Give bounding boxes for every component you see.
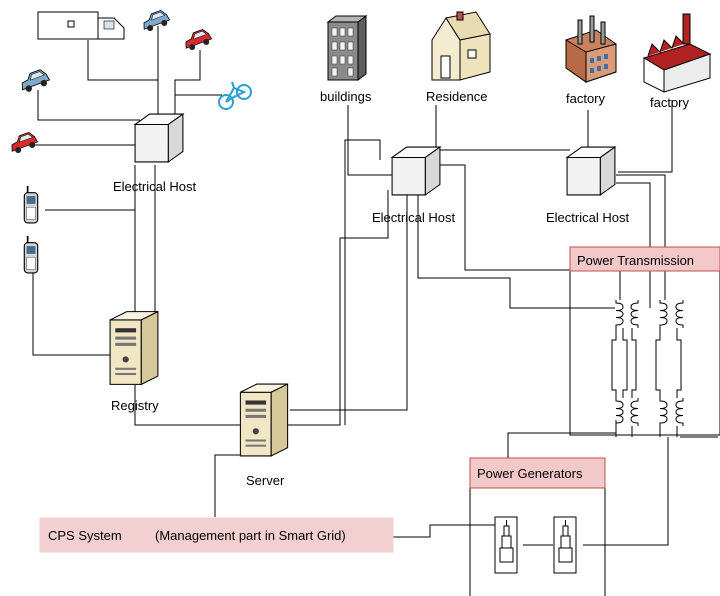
server-icon xyxy=(239,383,289,457)
car-icon xyxy=(7,130,40,156)
server-label: Server xyxy=(246,473,285,488)
phone-icon xyxy=(23,236,39,274)
buildings-label: buildings xyxy=(320,89,372,104)
car-icon xyxy=(181,27,214,53)
cps-system-box: CPS System (Management part in Smart Gri… xyxy=(39,517,394,553)
power-transmission-title: Power Transmission xyxy=(577,253,694,268)
transformer-icon xyxy=(655,300,684,437)
factory-icon xyxy=(565,15,617,83)
power-generators-header xyxy=(469,457,606,489)
connection-wires xyxy=(25,26,718,546)
electrical-host-left-icon xyxy=(134,113,184,163)
bicycle-icon xyxy=(218,81,252,110)
car-icon xyxy=(139,8,172,34)
generator-icon xyxy=(553,516,577,574)
transformer-icon xyxy=(611,300,639,437)
factory-2-label: factory xyxy=(650,95,690,110)
building-icon xyxy=(326,15,368,81)
phone-icon xyxy=(23,186,39,224)
cps-subtitle: (Management part in Smart Grid) xyxy=(155,528,346,543)
registry-label: Registry xyxy=(111,398,159,413)
house-icon xyxy=(431,11,491,81)
power-generators-title: Power Generators xyxy=(477,466,583,481)
power-transmission-header xyxy=(569,246,720,272)
power-transmission-frame xyxy=(569,246,720,436)
generator-icon xyxy=(494,516,518,574)
electrical-host-mid-label: Electrical Host xyxy=(372,210,455,225)
factory-1-label: factory xyxy=(566,91,606,106)
power-transmission-group: Power Transmission xyxy=(569,246,720,437)
truck-icon xyxy=(37,11,125,40)
registry-server-icon xyxy=(109,311,159,385)
power-generators-group: Power Generators xyxy=(469,457,606,596)
factory-icon xyxy=(642,13,712,93)
electrical-host-mid-icon xyxy=(391,146,441,196)
residence-label: Residence xyxy=(426,89,487,104)
cps-title: CPS System xyxy=(48,528,122,543)
electrical-host-right-label: Electrical Host xyxy=(546,210,629,225)
electrical-host-right-icon xyxy=(566,146,616,196)
electrical-host-left-label: Electrical Host xyxy=(113,179,196,194)
car-icon xyxy=(17,67,52,95)
